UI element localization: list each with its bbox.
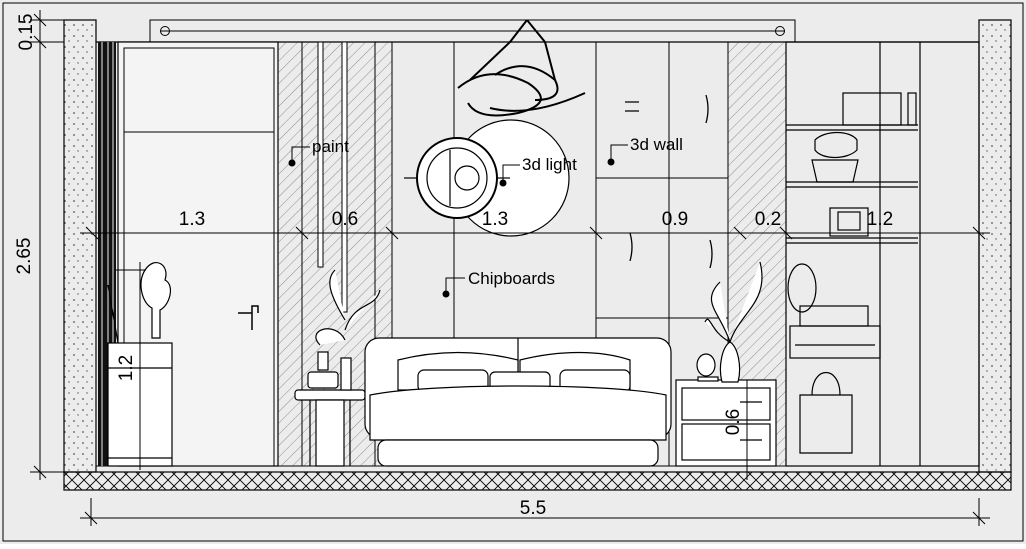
paint-marker <box>288 159 296 167</box>
floor-slab <box>63 471 1012 491</box>
dim-cabinet-height: 1.2 <box>116 355 137 381</box>
3d-light <box>404 119 570 237</box>
dim-segment-1: 1.3 <box>179 209 205 230</box>
wall-marker <box>607 158 615 166</box>
dim-segment-6: 1.2 <box>867 209 893 230</box>
dim-total-height: 2.65 <box>14 238 35 275</box>
side-table <box>294 269 381 467</box>
right-wall <box>978 19 1012 473</box>
left-wall <box>63 19 97 473</box>
light-marker <box>499 179 507 187</box>
chandelier <box>457 19 586 117</box>
dim-segment-4: 0.9 <box>662 209 688 230</box>
chipboards-marker <box>442 290 450 298</box>
dim-segment-3: 1.3 <box>482 209 508 230</box>
dim-top-height: 0.15 <box>16 14 37 51</box>
label-3d-light: 3d light <box>522 155 577 174</box>
label-chipboards: Chipboards <box>468 269 555 288</box>
callouts <box>291 144 628 294</box>
pendant-rods <box>317 41 348 313</box>
wardrobe <box>785 41 980 467</box>
frame-border <box>2 2 1024 542</box>
label-paint: paint <box>312 137 349 156</box>
dim-segment-2: 0.6 <box>332 209 358 230</box>
label-3d-wall: 3d wall <box>630 135 683 154</box>
dim-nightstand-height: 0.6 <box>723 409 744 435</box>
dim-segment-5: 0.2 <box>755 209 781 230</box>
nightstand <box>675 261 777 467</box>
3d-wall-details <box>625 94 713 269</box>
bed <box>364 337 672 467</box>
dimension-lines <box>30 10 990 526</box>
dim-total-width: 5.5 <box>520 498 546 519</box>
door-handle-icon <box>238 305 259 330</box>
